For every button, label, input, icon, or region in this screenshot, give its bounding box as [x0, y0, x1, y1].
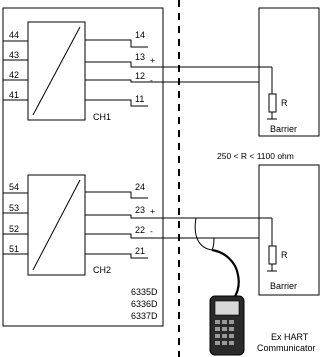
terminal-24: 24 [135, 182, 145, 192]
model-6335d: 6335D [131, 287, 158, 297]
hart-loop-minus [211, 237, 215, 251]
ch2-isolator-block [27, 174, 86, 276]
ch1-plus: + [150, 55, 155, 65]
terminal-23: 23 [135, 205, 145, 215]
terminal-53: 53 [9, 203, 19, 213]
ch2-isolator-diagonal [32, 179, 81, 271]
hart-loop-plus [194, 217, 213, 251]
ch1-output-terminals: 14 13 12 11 + - [85, 30, 163, 107]
ch1-input-terminals: 44 43 42 41 [3, 30, 28, 101]
communicator-keypad [215, 320, 234, 345]
module-outline [2, 7, 164, 327]
terminal-12: 12 [135, 71, 145, 81]
communicator-label-line2: Communicator [257, 343, 316, 353]
barrier-1-box [258, 7, 320, 137]
barrier-2-box [258, 164, 320, 296]
ch2-output-terminals: 24 23 22 21 + - [85, 182, 163, 259]
terminal-51: 51 [9, 244, 19, 254]
communicator-label-line1: Ex HART [271, 332, 309, 342]
barrier-2-resistor [268, 245, 277, 265]
communicator-screen [214, 300, 240, 316]
terminal-44: 44 [9, 30, 19, 40]
barrier-2-r-label: R [281, 250, 288, 260]
barrier-2: R Barrier [163, 164, 320, 296]
ch1-label: CH1 [93, 112, 111, 122]
barrier-2-label: Barrier [270, 281, 297, 291]
model-6337d: 6337D [131, 311, 158, 321]
hart-cable [211, 248, 240, 299]
terminal-14: 14 [135, 30, 145, 40]
hart-communicator-icon [209, 295, 245, 356]
ch2-plus: + [150, 206, 155, 216]
terminal-54: 54 [9, 182, 19, 192]
ch1-isolator-diagonal [32, 26, 81, 116]
terminal-52: 52 [9, 224, 19, 234]
barrier-1-r-label: R [281, 98, 288, 108]
resistance-range: 250 < R < 1100 ohm [217, 151, 294, 161]
ch2-minus: - [150, 226, 153, 236]
ch2-label: CH2 [93, 265, 111, 275]
terminal-22: 22 [135, 225, 145, 235]
terminal-13: 13 [135, 52, 145, 62]
ch1-isolator-block [27, 21, 86, 121]
hart-leads [194, 217, 240, 299]
barrier-1-label: Barrier [270, 124, 297, 134]
barrier-1-resistor [268, 93, 277, 113]
barrier-1: R Barrier [163, 7, 320, 137]
terminal-11: 11 [135, 94, 144, 104]
terminal-41: 41 [9, 90, 19, 100]
ch2-input-terminals: 54 53 52 51 [3, 182, 28, 255]
terminal-42: 42 [9, 70, 19, 80]
ch1-minus: - [150, 75, 153, 85]
terminal-21: 21 [135, 246, 145, 256]
terminal-43: 43 [9, 50, 19, 60]
model-6336d: 6336D [131, 299, 158, 309]
